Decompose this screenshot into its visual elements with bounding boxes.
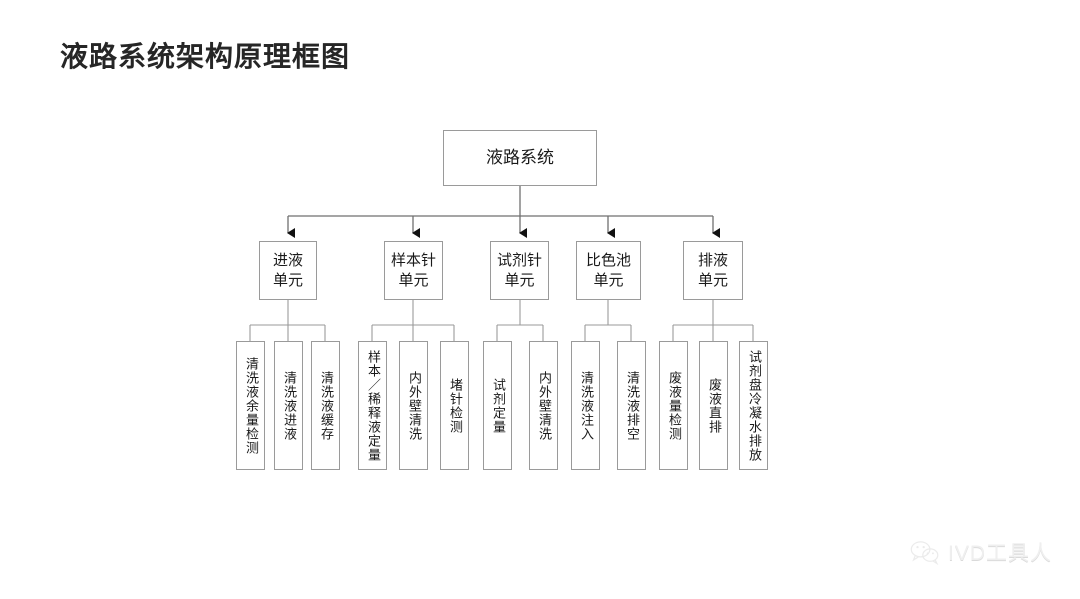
leaf-label: 堵针检测: [447, 377, 463, 434]
node-leaf-1-2[interactable]: 清洗液进液: [274, 341, 303, 470]
leaf-label: 内外壁清洗: [536, 370, 552, 441]
leaf-label: 清洗液进液: [281, 370, 297, 441]
node-unit-1[interactable]: 进液 单元: [259, 241, 317, 300]
leaf-label: 内外壁清洗: [406, 370, 422, 441]
wechat-icon: [910, 541, 939, 565]
leaf-label: 样本／稀释液定量: [365, 349, 381, 462]
leaf-label: 清洗液余量检测: [243, 356, 259, 455]
node-leaf-2-1[interactable]: 样本／稀释液定量: [358, 341, 387, 470]
node-leaf-4-2[interactable]: 清洗液排空: [617, 341, 646, 470]
leaf-label: 清洗液注入: [578, 370, 594, 441]
node-leaf-5-3[interactable]: 试剂盘冷凝水排放: [739, 341, 768, 470]
node-leaf-2-2[interactable]: 内外壁清洗: [399, 341, 428, 470]
node-unit-2[interactable]: 样本针 单元: [384, 241, 443, 300]
leaf-label: 清洗液缓存: [318, 370, 334, 441]
leaf-label: 废液直排: [706, 377, 722, 434]
node-leaf-4-1[interactable]: 清洗液注入: [571, 341, 600, 470]
node-leaf-3-1[interactable]: 试剂定量: [483, 341, 512, 470]
leaf-label: 试剂盘冷凝水排放: [746, 349, 762, 462]
watermark-text: IVD工具人: [947, 542, 1052, 565]
node-leaf-5-2[interactable]: 废液直排: [699, 341, 728, 470]
node-root[interactable]: 液路系统: [443, 130, 597, 186]
node-leaf-1-1[interactable]: 清洗液余量检测: [236, 341, 265, 470]
leaf-label: 废液量检测: [666, 370, 682, 441]
node-unit-4[interactable]: 比色池 单元: [576, 241, 641, 300]
node-leaf-3-2[interactable]: 内外壁清洗: [529, 341, 558, 470]
watermark: IVD工具人: [910, 537, 1052, 567]
page-title: 液路系统架构原理框图: [60, 41, 351, 72]
leaf-label: 清洗液排空: [624, 370, 640, 441]
node-unit-5[interactable]: 排液 单元: [683, 241, 743, 300]
node-leaf-5-1[interactable]: 废液量检测: [659, 341, 688, 470]
node-leaf-1-3[interactable]: 清洗液缓存: [311, 341, 340, 470]
node-leaf-2-3[interactable]: 堵针检测: [440, 341, 469, 470]
leaf-label: 试剂定量: [490, 377, 506, 434]
node-unit-3[interactable]: 试剂针 单元: [490, 241, 549, 300]
